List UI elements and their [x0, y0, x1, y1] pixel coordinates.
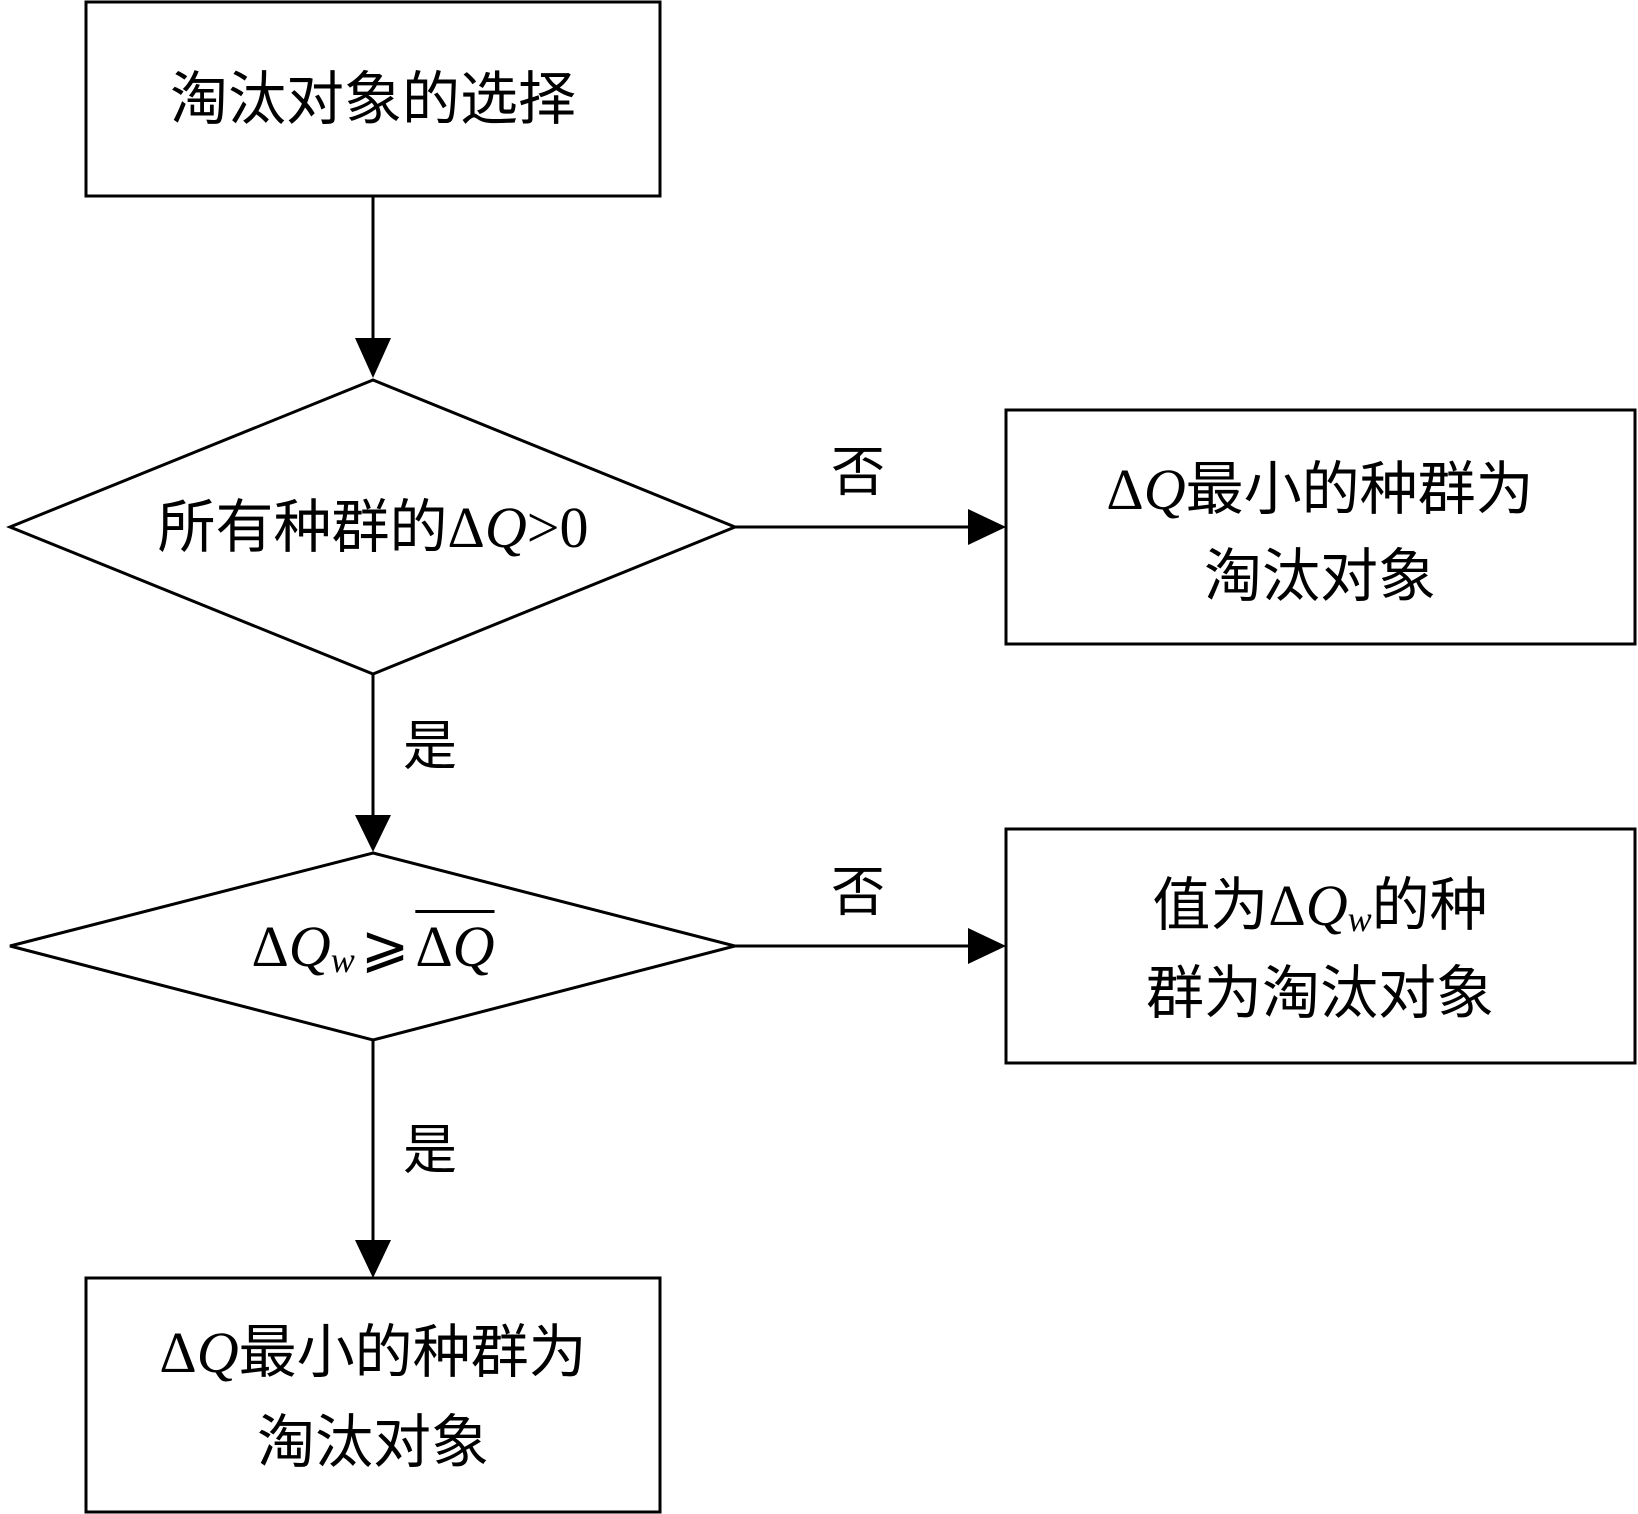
arrowhead-right-2 — [968, 928, 1006, 964]
decision2-var: Q — [289, 914, 331, 979]
result1-line2: 淘汰对象 — [1204, 542, 1436, 610]
result2-line1-prefix: 值为 — [1152, 871, 1268, 939]
arrowhead-down-1 — [355, 338, 391, 378]
result3-node: ΔQ最小的种群为 淘汰对象 — [84, 1276, 662, 1514]
decision2-rhs-delta: Δ — [415, 914, 452, 979]
result3-line1-rest: 最小的种群为 — [239, 1318, 587, 1386]
result2-delta: Δ — [1268, 873, 1305, 938]
edge-decision1-no: 否 — [735, 441, 1006, 545]
result1-delta: Δ — [1106, 457, 1143, 522]
decision1-yes-label: 是 — [403, 715, 457, 778]
result3-var: Q — [197, 1320, 239, 1385]
result3-delta: Δ — [159, 1320, 196, 1385]
result3-line1: ΔQ最小的种群为 — [159, 1318, 586, 1386]
start-node: 淘汰对象的选择 — [84, 0, 662, 198]
decision1-suffix: >0 — [527, 495, 589, 560]
start-node-label: 淘汰对象的选择 — [170, 65, 576, 133]
arrowhead-down-2 — [355, 815, 391, 852]
decision2-op: ⩾ — [361, 914, 410, 979]
result1-node: ΔQ最小的种群为 淘汰对象 — [1004, 408, 1637, 646]
result1-box — [1004, 408, 1637, 646]
result2-box — [1004, 827, 1637, 1065]
arrowhead-right-1 — [968, 509, 1006, 545]
decision2-node: ΔQw⩾ΔQ — [9, 851, 741, 1042]
start-node-box — [84, 0, 662, 198]
result1-line1: ΔQ最小的种群为 — [1106, 455, 1533, 523]
result2-line1: 值为ΔQw的种 — [1152, 871, 1487, 939]
result2-line2: 群为淘汰对象 — [1146, 959, 1494, 1027]
decision2-yes-label: 是 — [403, 1119, 457, 1182]
result2-line1-suffix: 的种 — [1372, 871, 1488, 939]
edge-decision2-yes: 是 — [355, 1040, 457, 1278]
decision1-label: 所有种群的ΔQ>0 — [158, 493, 589, 561]
decision1-prefix: 所有种群的 — [158, 493, 448, 561]
result1-line1-rest: 最小的种群为 — [1186, 455, 1534, 523]
decision1-var: Q — [485, 495, 527, 560]
decision1-node: 所有种群的ΔQ>0 — [6, 378, 739, 676]
decision2-sub: w — [331, 940, 355, 980]
decision2-delta: Δ — [251, 914, 288, 979]
decision2-rhs-var: Q — [453, 914, 495, 979]
arrowhead-down-3 — [355, 1240, 391, 1278]
decision1-delta: Δ — [448, 495, 485, 560]
edge-start-to-decision1 — [355, 196, 391, 378]
edge-decision1-yes: 是 — [355, 674, 457, 852]
decision1-no-label: 否 — [831, 441, 885, 504]
decision2-no-label: 否 — [831, 861, 885, 924]
result2-var: Q — [1306, 873, 1348, 938]
result3-box — [84, 1276, 662, 1514]
result3-line2: 淘汰对象 — [257, 1408, 489, 1476]
result2-node: 值为ΔQw的种 群为淘汰对象 — [1004, 827, 1637, 1065]
edge-decision2-no: 否 — [735, 861, 1006, 964]
decision2-label: ΔQw⩾ΔQ — [251, 914, 494, 981]
result2-sub: w — [1348, 899, 1372, 939]
result1-var: Q — [1144, 457, 1186, 522]
